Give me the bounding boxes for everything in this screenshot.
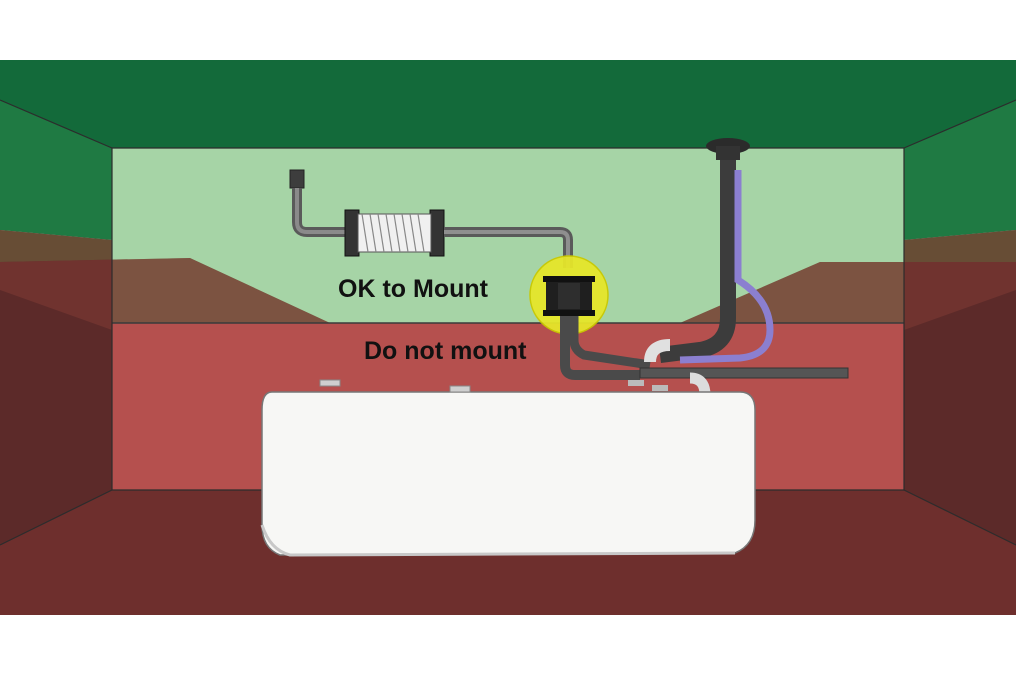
left-slope-red bbox=[0, 258, 330, 330]
fuel-tank-icon bbox=[260, 379, 756, 557]
water-lift-muffler-icon bbox=[543, 276, 595, 316]
drain-hose bbox=[560, 316, 640, 380]
ok-to-mount-label: OK to Mount bbox=[338, 275, 489, 303]
muffler-icon bbox=[344, 209, 445, 257]
exhaust-elbow-icon bbox=[289, 169, 350, 237]
exhaust-outlet-icon bbox=[659, 138, 774, 364]
room-edges bbox=[0, 99, 1016, 546]
fuel-line bbox=[639, 367, 849, 379]
do-not-mount-label: Do not mount bbox=[364, 337, 527, 365]
left-wall-upper bbox=[0, 100, 112, 240]
right-wall-upper bbox=[904, 100, 1016, 240]
top-band bbox=[0, 60, 1016, 148]
